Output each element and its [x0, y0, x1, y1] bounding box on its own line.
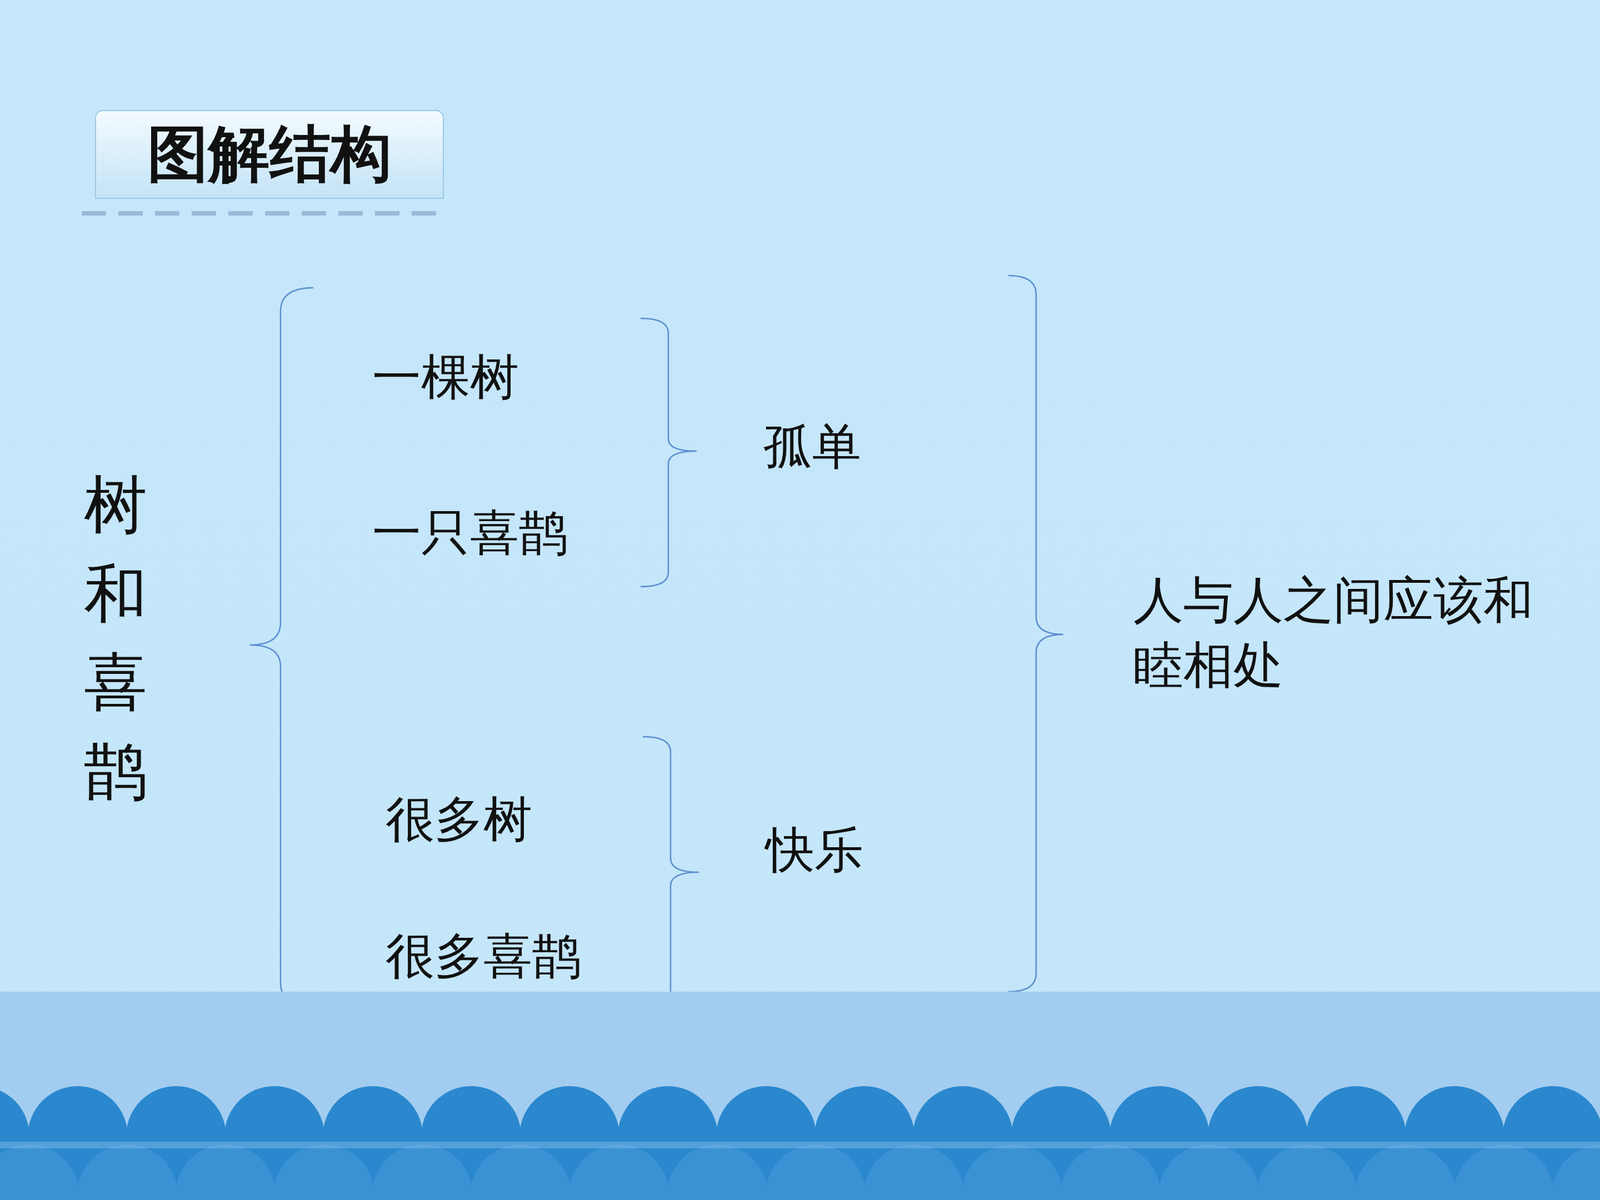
scallop — [470, 1144, 571, 1200]
item-label: 很多树 — [385, 786, 533, 853]
scallop — [77, 1144, 178, 1200]
scallop — [1355, 1144, 1456, 1200]
dashed-underline — [81, 211, 437, 216]
conclusion-text: 人与人之间应该和睦相处 — [1133, 567, 1562, 698]
title: 图解结构 — [147, 113, 392, 197]
scallop — [667, 1144, 768, 1200]
scallop — [1060, 1144, 1161, 1200]
scallop — [372, 1144, 473, 1200]
item-label: 一棵树 — [372, 344, 519, 411]
item-label: 一只喜鹊 — [372, 500, 568, 567]
scallop — [1257, 1144, 1358, 1200]
scallop — [273, 1144, 374, 1200]
scallop — [0, 1144, 79, 1200]
scallop — [1453, 1144, 1554, 1200]
scallop — [175, 1144, 276, 1200]
group-label: 快乐 — [765, 817, 864, 884]
scallop — [863, 1144, 964, 1200]
scallop — [1158, 1144, 1259, 1200]
scallop-gap — [0, 1141, 1600, 1149]
scallop — [962, 1144, 1063, 1200]
scallop — [1552, 1144, 1600, 1200]
title-box: 图解结构 — [95, 110, 444, 199]
item-label: 很多喜鹊 — [385, 923, 582, 990]
topic-vertical: 树和喜鹊 — [83, 461, 148, 816]
group-label: 孤单 — [763, 413, 862, 480]
scallop — [568, 1144, 669, 1200]
scallop — [765, 1144, 866, 1200]
scallop-pattern — [0, 1086, 1600, 1200]
brackets — [250, 275, 1064, 1005]
